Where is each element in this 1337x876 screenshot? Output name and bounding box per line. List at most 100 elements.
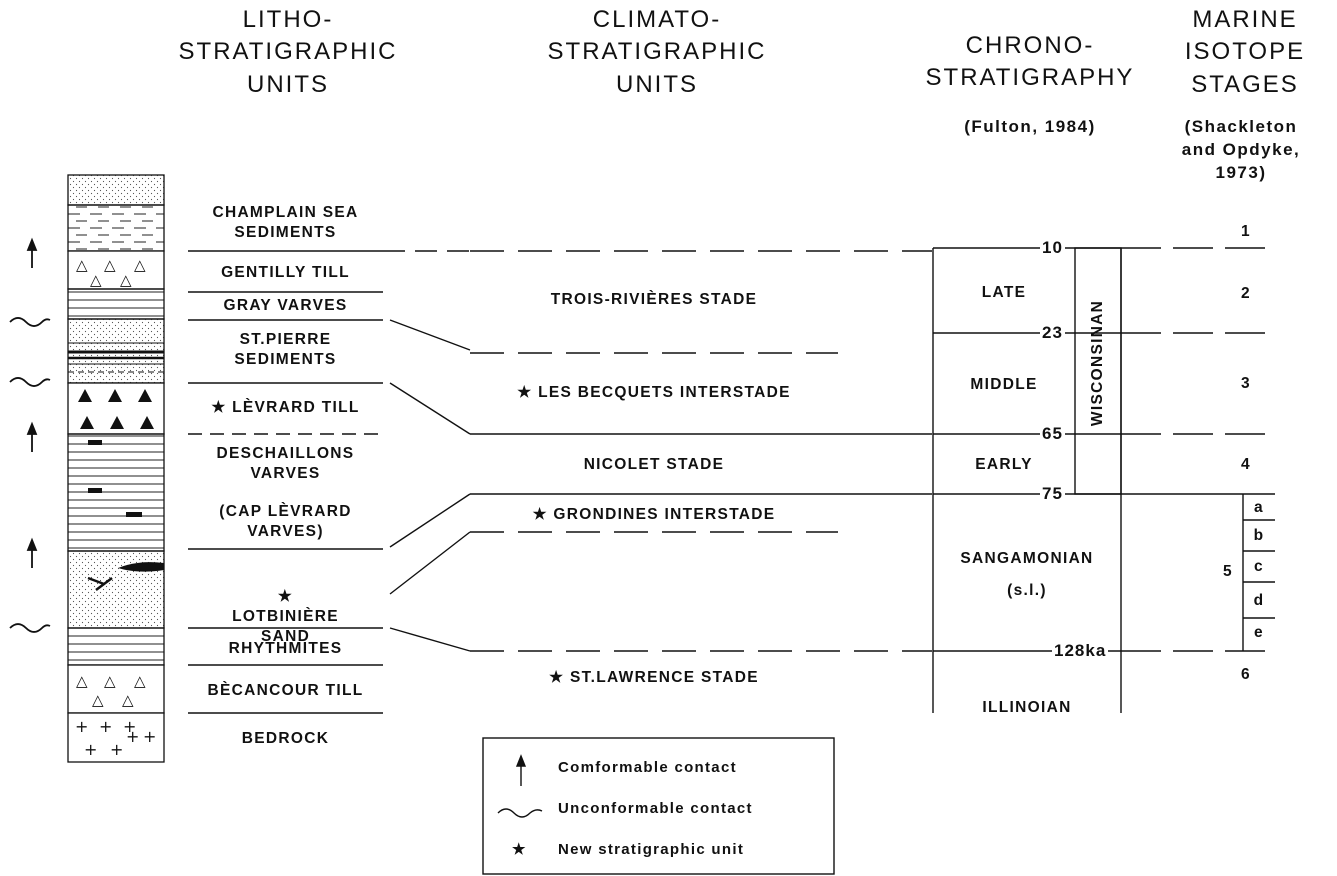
litho-unit-gray-varves: GRAY VARVES [223,297,348,314]
litho-unit-lotbiniere: ★ LOTBINIÈRE SAND [188,567,383,648]
svg-text:△: △ [134,672,146,690]
chrono-reference: (Fulton, 1984) [964,117,1096,136]
svg-text:+: + [99,717,112,736]
chrono-sangamonian-sub: (s.l.) [1007,582,1047,599]
up-arrow-icon [26,421,38,452]
chrono-column [932,247,1122,713]
legend-conformable: Comformable contact [558,759,737,776]
isotope-stage-4: 4 [1241,456,1251,473]
climato-unit-grondines: ★ GRONDINES INTERSTADE [470,505,838,525]
age-75: 75 [1040,484,1065,504]
bedrock-symbols: +++ +++ + [75,717,156,759]
svg-text:+: + [123,717,136,736]
isotope-substage-e: e [1254,624,1264,641]
svg-text:+: + [126,727,139,746]
age-65: 65 [1040,424,1065,444]
lens [118,562,164,572]
chrono-header: CHRONO- STRATIGRAPHY [925,32,1135,92]
chrono-illinoian: ILLINOIAN [982,699,1072,716]
age-10: 10 [1040,238,1065,258]
litho-boundaries [188,250,383,714]
litho-unit-levrard-label: LÈVRARD TILL [232,399,360,416]
marine-reference: (Shackleton and Opdyke, 1973) [1181,117,1301,182]
litho-unit-lotbiniere-label: LOTBINIÈRE SAND [232,608,339,646]
isotope-stage-5: 5 [1223,563,1233,580]
svg-text:+: + [110,740,123,759]
chrono-early: EARLY [975,456,1033,473]
climato-unit-nicolet: NICOLET STADE [583,456,725,473]
up-arrow-icon [515,754,527,786]
svg-text:△: △ [122,691,134,709]
climato-unit-trois-rivieres: TROIS-RIVIÈRES STADE [550,291,758,308]
climato-unit-st-lawrence-label: ST.LAWRENCE STADE [569,669,759,686]
litho-unit-gentilly: GENTILLY TILL [221,264,350,281]
new-unit-star-icon: ★ [549,669,565,686]
st-pierre-bands [68,342,164,373]
svg-text:+: + [75,717,88,736]
isotope-substage-d: d [1253,592,1265,609]
star-icon: ★ [512,841,527,858]
age-128ka: 128ka [1052,641,1109,661]
wave-icon [9,317,51,327]
wave-icon [9,377,51,387]
new-unit-star-icon: ★ [211,399,227,416]
litho-unit-st-pierre: ST.PIERRE SEDIMENTS [234,331,337,369]
levrard-till-symbols [78,389,154,429]
legend-box [482,737,835,875]
wisconsinan-box [1074,247,1122,495]
isotope-stage-1: 1 [1241,223,1251,240]
svg-text:△: △ [76,672,88,690]
marine-header: MARINE ISOTOPE STAGES [1184,6,1306,98]
litho-unit-bedrock: BEDROCK [241,730,330,747]
isotope-stage-6: 6 [1241,666,1251,683]
legend-new-unit: New stratigraphic unit [558,841,745,858]
becancour-till-symbols: △△△ △△ [76,672,146,709]
svg-text:+: + [84,740,97,759]
litho-unit-levrard: ★ LÈVRARD TILL [188,398,383,418]
wave-icon [497,808,543,818]
isotope-substage-c: c [1254,558,1264,575]
svg-text:△: △ [90,271,102,289]
new-unit-star-icon: ★ [277,588,294,606]
isotope-stage-3: 3 [1241,375,1251,392]
gentilly-till-symbols: △△△ △△ [76,256,146,289]
flame-structure [87,576,113,591]
new-unit-star-icon: ★ [517,384,533,401]
up-arrow-icon [26,237,38,268]
climato-unit-les-becquets-label: LES BECQUETS INTERSTADE [538,384,791,401]
climato-unit-les-becquets: ★ LES BECQUETS INTERSTADE [470,383,838,403]
litho-unit-becancour: BÈCANCOUR TILL [207,682,364,699]
litho-unit-champlain: CHAMPLAIN SEA SEDIMENTS [212,204,359,242]
climato-boundaries [470,250,932,652]
svg-text:△: △ [134,256,146,274]
svg-text:△: △ [76,256,88,274]
new-unit-star-icon: ★ [532,506,548,523]
isotope-substage-b: b [1253,527,1265,544]
chrono-wisconsinan: WISCONSINAN [1088,299,1106,427]
clasts [88,440,142,517]
chrono-sangamonian: SANGAMONIAN [960,550,1094,567]
up-arrow-icon [26,537,38,568]
litho-unit-deschaillons: DESCHAILLONS VARVES [216,445,355,483]
litho-column: △△△ △△ △△△ △△ [67,174,165,763]
svg-text:△: △ [104,672,116,690]
wave-icon [9,623,51,633]
age-23: 23 [1040,323,1065,343]
legend-star: ★ [512,840,527,858]
climato-header: CLIMATO- STRATIGRAPHIC UNITS [547,6,767,98]
svg-text:△: △ [104,256,116,274]
correlation-lines [383,250,471,652]
svg-text:△: △ [92,691,104,709]
isotope-substage-a: a [1254,499,1264,516]
chrono-middle: MIDDLE [970,376,1038,393]
isotope-stage-2: 2 [1241,285,1251,302]
litho-unit-cap-levrard: (CAP LÈVRARD VARVES) [219,503,352,541]
svg-text:+: + [143,727,156,746]
litho-header: LITHO- STRATIGRAPHIC UNITS [178,6,398,98]
contact-symbols [9,237,51,633]
chrono-late: LATE [981,284,1027,301]
isotope-boundaries [1121,247,1275,652]
litho-unit-rhythmites: RHYTHMITES [228,640,343,657]
svg-text:△: △ [120,271,132,289]
